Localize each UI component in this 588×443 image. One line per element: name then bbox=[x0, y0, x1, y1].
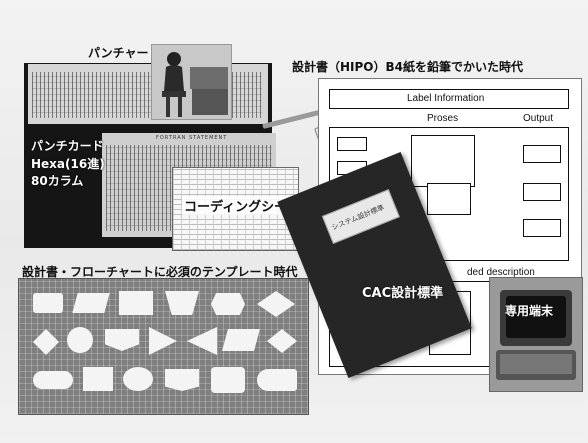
template-shape bbox=[257, 369, 297, 391]
template-shape bbox=[211, 367, 245, 393]
template-shape bbox=[33, 371, 73, 389]
template-shape bbox=[72, 293, 110, 313]
template-era-label: 設計書・フローチャートに必須のテンプレート時代 bbox=[22, 265, 298, 279]
cac-standard-label: CAC設計標準 bbox=[362, 286, 444, 301]
puncher-photo bbox=[151, 44, 232, 120]
template-shape bbox=[33, 329, 59, 355]
hipo-output-heading: Output bbox=[523, 113, 554, 124]
template-shape bbox=[211, 293, 245, 315]
template-shape bbox=[105, 329, 139, 351]
hipo-process-box bbox=[427, 183, 471, 215]
template-shape bbox=[222, 329, 260, 351]
template-shape bbox=[165, 291, 199, 315]
template-shape bbox=[187, 327, 217, 355]
template-shape bbox=[119, 291, 153, 315]
coding-sheet-label: コーディングシート bbox=[182, 196, 303, 215]
template-shape bbox=[83, 367, 113, 391]
book-cover-title: システム設計標準 bbox=[330, 203, 386, 232]
template-shape bbox=[33, 293, 63, 313]
hipo-input-box bbox=[337, 137, 367, 151]
hexa-label: Hexa(16進) bbox=[31, 157, 105, 171]
hipo-header-box bbox=[329, 89, 569, 109]
columns-label: 80カラム bbox=[31, 174, 84, 188]
hipo-process-heading: Proses bbox=[427, 113, 459, 124]
template-shape bbox=[267, 329, 297, 353]
hipo-detail-heading: ded description bbox=[467, 267, 535, 278]
template-shape bbox=[123, 367, 153, 391]
terminal-photo bbox=[489, 277, 583, 392]
template-shape bbox=[257, 291, 295, 317]
book-cover-label: システム設計標準 bbox=[321, 189, 400, 244]
hipo-header: Label Information bbox=[407, 93, 485, 104]
card-statement-label: FORTRAN STATEMENT bbox=[156, 135, 228, 141]
design-doc-label: 設計書（HIPO）B4紙を鉛筆でかいた時代 bbox=[292, 60, 524, 74]
flowchart-template-photo bbox=[18, 278, 309, 415]
hipo-process-box bbox=[411, 135, 475, 187]
punch-card-label: パンチカード bbox=[31, 139, 104, 153]
puncher-label: パンチャー bbox=[88, 46, 149, 60]
template-shape bbox=[165, 369, 199, 391]
terminal-illustration bbox=[490, 278, 582, 391]
template-shape bbox=[149, 327, 177, 355]
hipo-output-box bbox=[523, 219, 561, 237]
hipo-output-box bbox=[523, 183, 561, 201]
hipo-output-box bbox=[523, 145, 561, 163]
operator-illustration bbox=[152, 45, 231, 119]
template-shape bbox=[67, 327, 93, 353]
terminal-label: 専用端末 bbox=[505, 304, 554, 318]
punch-card-top bbox=[28, 64, 268, 124]
